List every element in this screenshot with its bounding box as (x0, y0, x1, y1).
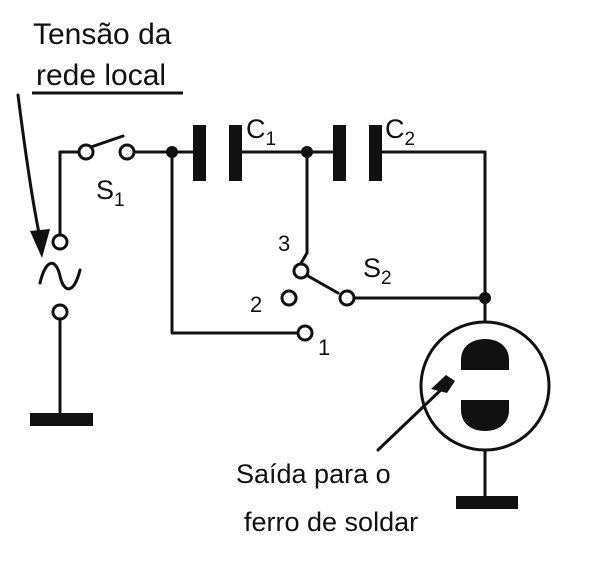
arrow-output-shaft (376, 384, 447, 452)
source-label-line2: rede local (36, 59, 166, 92)
junction-c1-c2 (301, 146, 313, 158)
wire-node-to-s2-pos1 (170, 150, 300, 335)
switch-s2-position-3-label: 3 (278, 231, 290, 256)
ac-source-tilde-icon (38, 261, 82, 291)
switch-s2-position-1-terminal (296, 324, 314, 342)
switch-s1-terminal-left (77, 143, 95, 161)
capacitor-c1-plate-left (193, 125, 206, 181)
switch-s1-label: S1 (96, 175, 125, 211)
switch-s1-terminal-right (118, 143, 136, 161)
ground-bar-output (456, 496, 518, 509)
output-label-line1: Saída para o (236, 459, 391, 489)
switch-s2-position-2-terminal (280, 289, 298, 307)
capacitor-c1-label: C1 (246, 114, 276, 150)
wire-node-to-s2-pos3 (298, 150, 309, 267)
wire-c2-to-output (380, 150, 487, 302)
ground-bar-source (30, 413, 93, 426)
switch-s2-common-terminal (338, 289, 356, 307)
switch-s2-position-1-label: 1 (318, 335, 330, 360)
junction-output (479, 292, 491, 304)
capacitor-c2-plate-right (369, 125, 382, 181)
terminal-source-bottom (51, 303, 69, 321)
terminal-source-top (51, 233, 69, 251)
arrow-source-head-icon (30, 229, 50, 258)
wire-source-top (58, 150, 82, 238)
switch-s2-lever (306, 274, 340, 295)
socket-prong-top (461, 339, 509, 370)
switch-s2-position-2-label: 2 (250, 292, 262, 317)
socket-prong-bottom (461, 400, 509, 431)
junction-c1-left (166, 146, 178, 158)
arrow-output-head-icon (431, 375, 455, 393)
switch-s2-label: S2 (363, 253, 392, 289)
output-socket-outline (419, 320, 551, 452)
output-label-line2: ferro de soldar (244, 507, 418, 537)
source-label-line1: Tensão da (33, 18, 172, 51)
capacitor-c2-plate-left (333, 125, 346, 181)
capacitor-c1-plate-right (229, 125, 242, 181)
switch-s2-position-3-terminal (292, 262, 310, 280)
capacitor-c2-label: C2 (385, 114, 415, 150)
switch-s1-lever (89, 134, 125, 149)
arrow-source-shaft (16, 93, 42, 240)
